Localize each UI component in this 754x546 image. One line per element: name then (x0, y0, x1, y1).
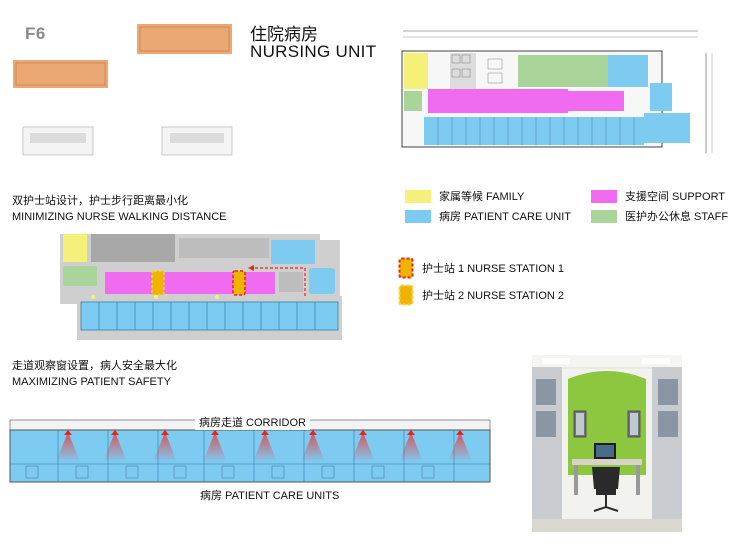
swatch-family (405, 189, 431, 203)
nurse-station-photo (532, 355, 682, 532)
section2-title-en: MAXIMIZING PATIENT SAFETY (12, 376, 171, 388)
legend-item-staff: 医护办公休息 STAFF (591, 208, 728, 224)
swatch-staff (591, 209, 617, 223)
legend-label-support: 支援空间 SUPPORT (625, 191, 726, 203)
section1-title-en: MINIMIZING NURSE WALKING DISTANCE (12, 211, 227, 223)
corridor-safety-diagram (9, 419, 491, 483)
legend-label-patient: 病房 PATIENT CARE UNIT (439, 211, 572, 223)
nurse-station-2-legend: 护士站 2 NURSE STATION 2 (398, 284, 564, 306)
title-cn: 住院病房 (250, 25, 318, 44)
section1-header: 双护士站设计，护士步行距离最小化 MINIMIZING NURSE WALKIN… (12, 193, 272, 225)
legend-label-staff: 医护办公休息 STAFF (625, 211, 729, 223)
section2-title-cn: 走道观察窗设置，病人安全最大化 (12, 360, 177, 372)
key-map (13, 24, 233, 156)
nurse-walking-diagram (60, 234, 342, 340)
nurse-station-1-legend: 护士站 1 NURSE STATION 1 (398, 257, 564, 279)
legend: 家属等候 FAMILY 支援空间 SUPPORT 病房 PATIENT CARE… (405, 188, 745, 228)
legend-item-support: 支援空间 SUPPORT (591, 188, 725, 204)
nurse-station-1-swatch (398, 257, 414, 279)
corridor-label: 病房走道 CORRIDOR (195, 414, 310, 430)
floor-plan-overview (401, 30, 713, 153)
legend-item-patient: 病房 PATIENT CARE UNIT (405, 208, 571, 224)
legend-label-family: 家属等候 FAMILY (439, 191, 525, 203)
section1-title-cn: 双护士站设计，护士步行距离最小化 (12, 195, 188, 207)
nurse-station-2-swatch (398, 284, 414, 306)
floor-label: F6 (25, 24, 46, 43)
swatch-patient (405, 209, 431, 223)
swatch-support (591, 189, 617, 203)
nurse-station-1-label: 护士站 1 NURSE STATION 1 (422, 263, 565, 275)
section2-header: 走道观察窗设置，病人安全最大化 MAXIMIZING PATIENT SAFET… (12, 358, 272, 390)
title-en: NURSING UNIT (250, 42, 377, 61)
legend-item-family: 家属等候 FAMILY (405, 188, 524, 204)
patient-units-label: 病房 PATIENT CARE UNITS (196, 487, 344, 503)
nurse-station-2-label: 护士站 2 NURSE STATION 2 (422, 290, 565, 302)
